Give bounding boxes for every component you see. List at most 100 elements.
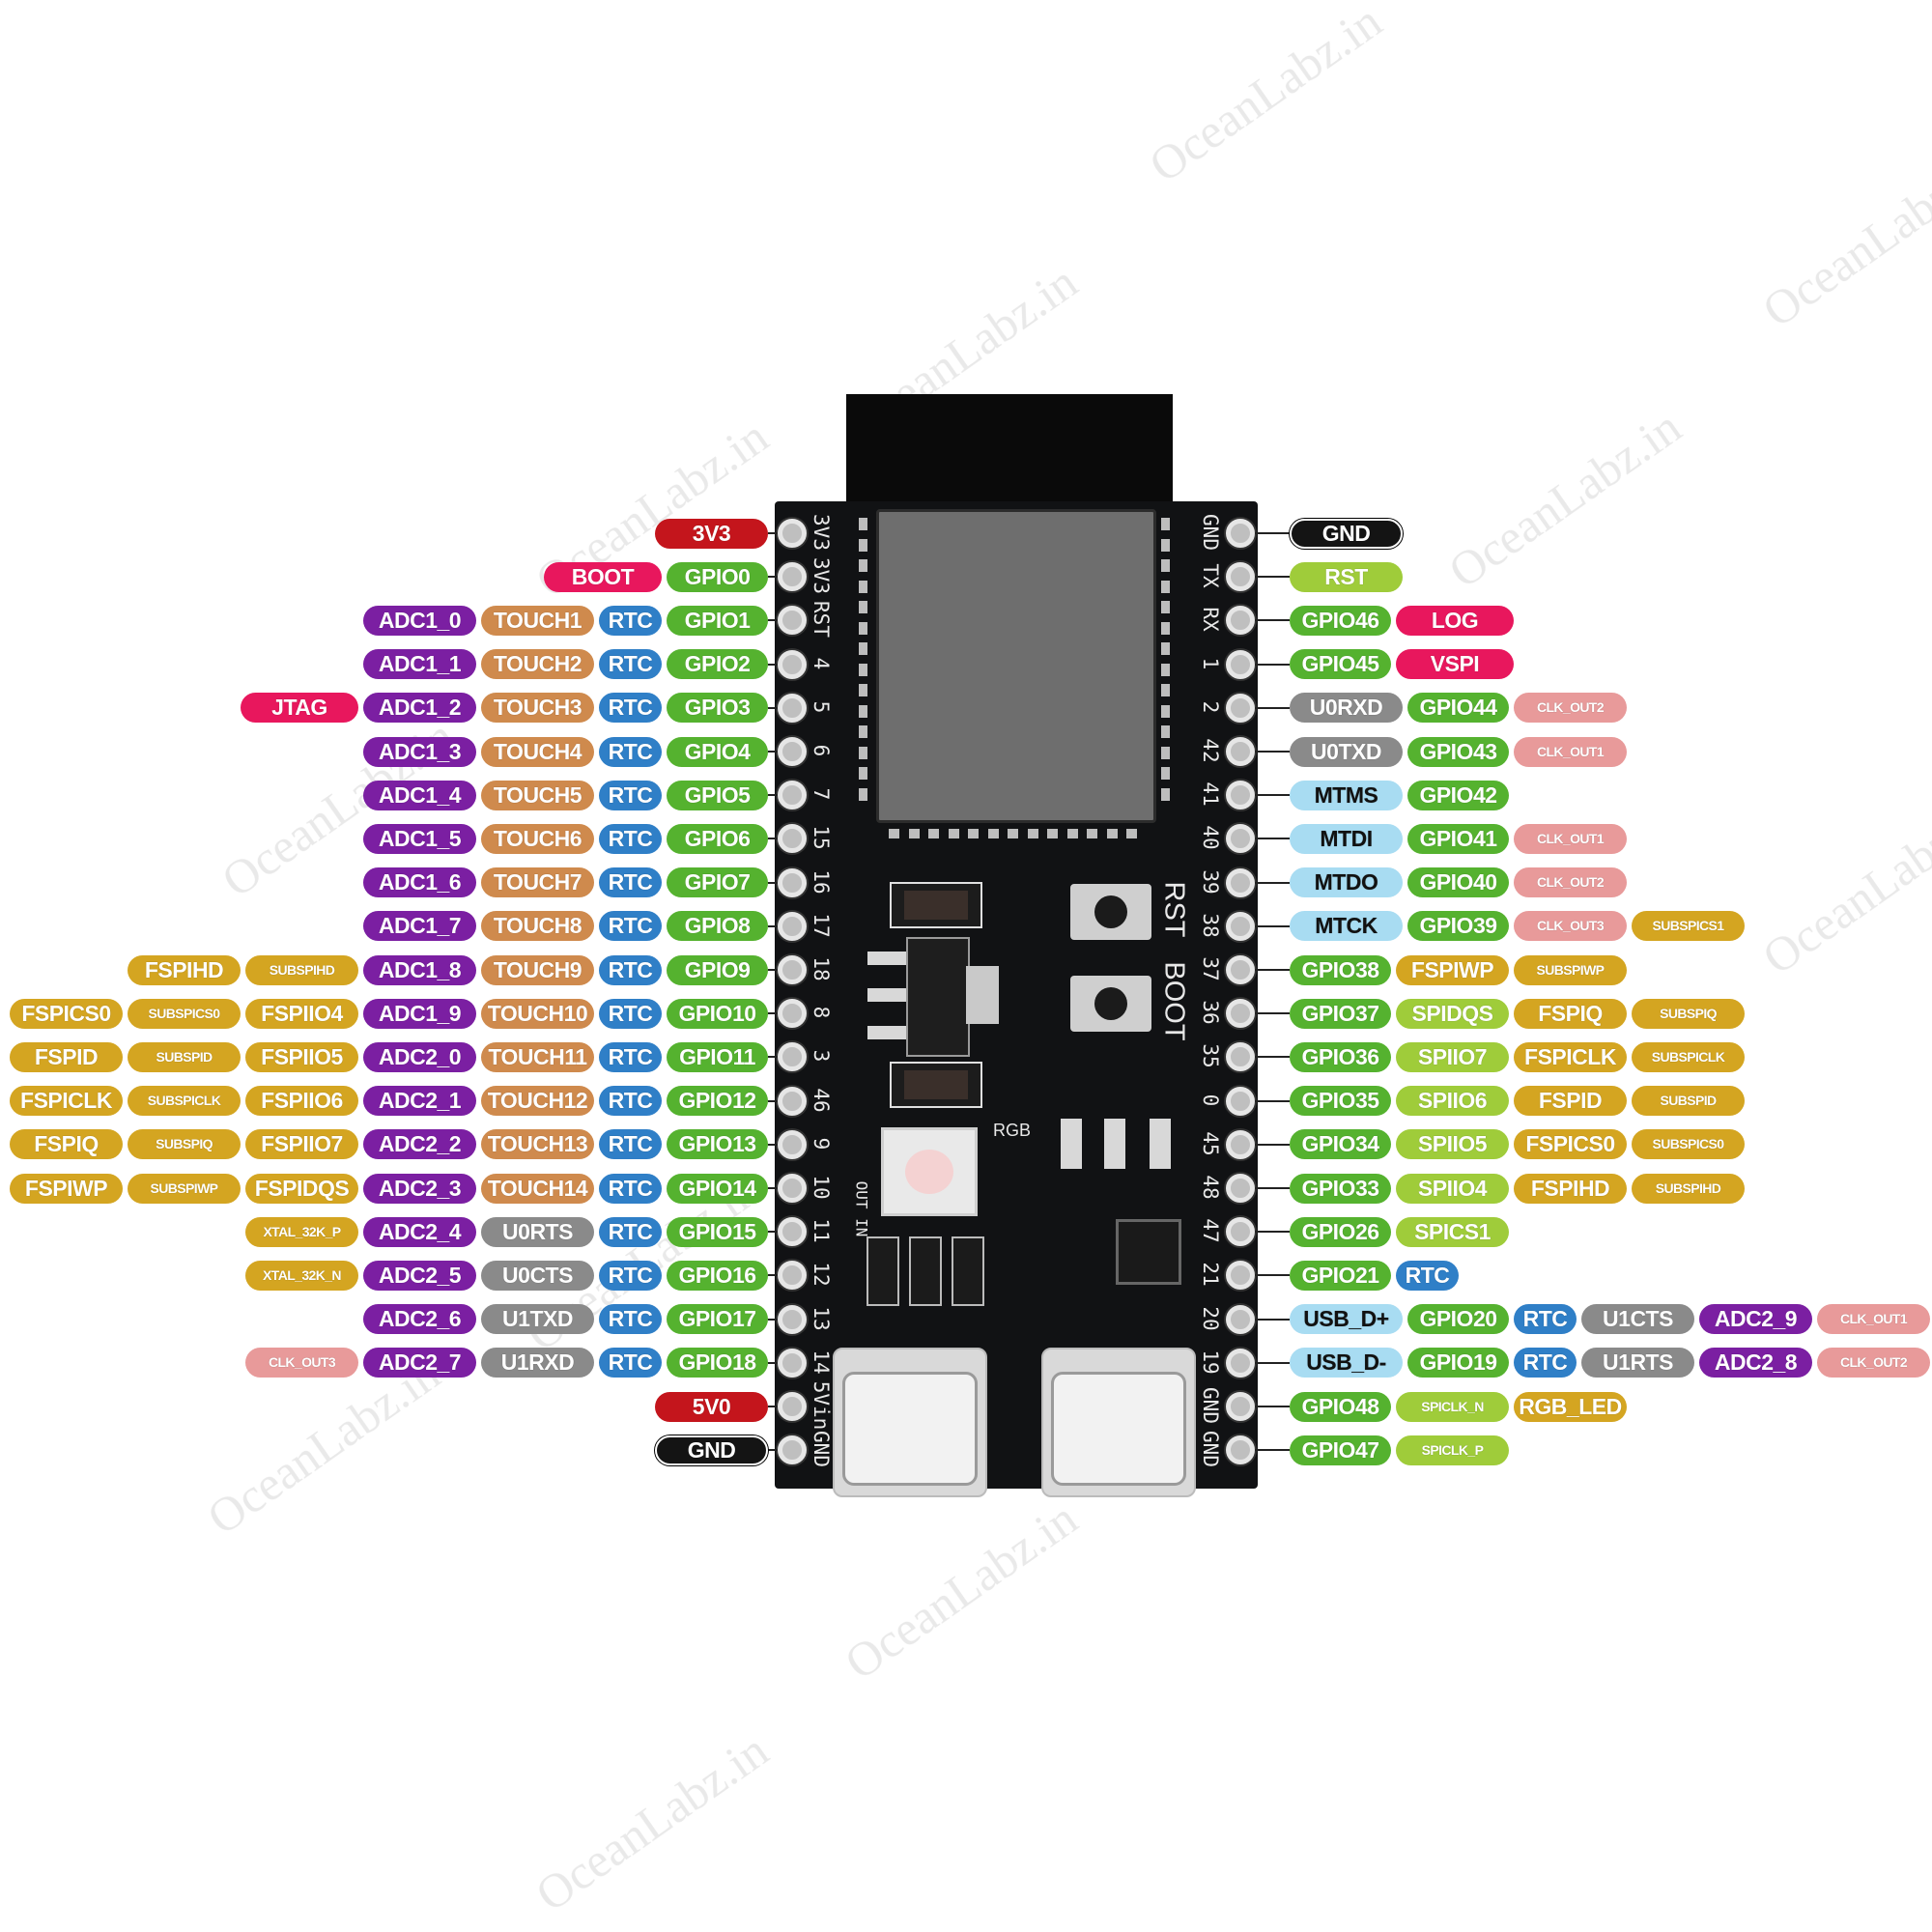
pin-label-left: SUBSPIWP — [128, 1173, 241, 1204]
pin-label-right: SPICLK_P — [1396, 1435, 1509, 1465]
pin-label-left: FSPIIO5 — [245, 1041, 358, 1072]
pin-label-right: FSPICLK — [1514, 1041, 1627, 1072]
header-pin-right — [1226, 649, 1255, 679]
pin-label-right: GPIO19 — [1407, 1348, 1509, 1378]
pin-connector-line — [768, 576, 778, 579]
boot-silkscreen: BOOT — [1158, 961, 1190, 1041]
pin-label-left: SUBSPID — [128, 1041, 241, 1072]
pin-label-right: SUBSPIHD — [1632, 1173, 1745, 1204]
header-pin-left — [778, 1217, 807, 1247]
diode — [952, 1236, 984, 1306]
pin-label-left: GPIO13 — [667, 1129, 768, 1160]
pin-label-left: XTAL_32K_N — [245, 1260, 358, 1291]
module-castellation-pad — [1161, 621, 1170, 635]
pin-label-left: ADC2_6 — [363, 1304, 476, 1335]
module-castellation-pad — [859, 518, 867, 530]
module-castellation-pad — [859, 787, 867, 801]
module-castellation-pad — [859, 663, 867, 676]
pin-label-left: RTC — [599, 911, 662, 942]
pin-label-left: GPIO2 — [667, 649, 768, 680]
pin-label-left: RTC — [599, 1086, 662, 1117]
pin-connector-line — [1255, 881, 1290, 884]
pin-connector-line — [768, 1187, 778, 1189]
pin-label-left: FSPID — [10, 1041, 123, 1072]
pin-connector-line — [1255, 1449, 1290, 1452]
pin-label-left: RTC — [599, 649, 662, 680]
rst-button-cap[interactable] — [1094, 895, 1127, 928]
pin-label-left: SUBSPIHD — [245, 954, 358, 985]
ldo-tab — [966, 966, 999, 1024]
pin-label-left: FSPIQ — [10, 1129, 123, 1160]
header-pin-right — [1226, 1042, 1255, 1072]
pin-label-left: RTC — [599, 605, 662, 636]
module-castellation-pad — [859, 601, 867, 613]
usb-c-port-otg-opening[interactable] — [1051, 1372, 1186, 1486]
ldo-regulator — [906, 937, 970, 1057]
pin-label-left: GPIO18 — [667, 1348, 768, 1378]
header-pin-right — [1226, 1174, 1255, 1203]
watermark-text: OceanLabz.in — [526, 1722, 778, 1921]
pin-label-left: GND — [655, 1435, 768, 1465]
rst-silkscreen: RST — [1158, 881, 1190, 938]
module-castellation-pad — [859, 559, 867, 572]
module-castellation-pad — [1161, 684, 1170, 696]
header-pin-left — [778, 955, 807, 984]
pin-connector-line — [768, 1056, 778, 1059]
esp32-s3-module-shield — [876, 509, 1156, 823]
pin-connector-line — [768, 1231, 778, 1234]
header-pin-left — [778, 737, 807, 766]
module-castellation-pad — [859, 580, 867, 593]
pin-label-right: GPIO40 — [1407, 867, 1509, 898]
module-castellation-pad — [1161, 538, 1170, 552]
pin-label-left: SUBSPICS0 — [128, 998, 241, 1029]
pin-label-left: TOUCH14 — [481, 1173, 594, 1204]
pin-label-left: TOUCH7 — [481, 867, 594, 898]
pin-label-left: ADC2_1 — [363, 1086, 476, 1117]
header-pin-right — [1226, 1129, 1255, 1159]
pin-connector-line — [768, 706, 778, 709]
pin-connector-line — [1255, 924, 1290, 927]
header-pin-right — [1226, 1217, 1255, 1247]
pin-connector-line — [1255, 1274, 1290, 1277]
pin-label-right: GND — [1290, 518, 1403, 549]
pin-label-right: CLK_OUT3 — [1514, 911, 1627, 942]
pin-connector-line — [768, 838, 778, 840]
silkscreen-left-pin: GND — [810, 1431, 833, 1468]
pin-connector-line — [1255, 576, 1290, 579]
module-castellation-pad — [1161, 746, 1170, 759]
header-pin-right — [1226, 1348, 1255, 1378]
pin-label-right: SPIIO6 — [1396, 1086, 1509, 1117]
header-pin-left — [778, 1261, 807, 1291]
pin-label-left: FSPIIO4 — [245, 998, 358, 1029]
header-pin-right — [1226, 1304, 1255, 1334]
pin-connector-line — [1255, 1099, 1290, 1102]
pin-label-left: GPIO0 — [667, 561, 768, 592]
pin-label-left: RTC — [599, 1173, 662, 1204]
wifi-antenna — [846, 394, 1173, 502]
pin-connector-line — [1255, 1012, 1290, 1015]
pin-label-left: U1RXD — [481, 1348, 594, 1378]
boot-button-cap[interactable] — [1094, 987, 1127, 1020]
usb-c-port-uart-opening[interactable] — [842, 1372, 978, 1486]
header-pin-left — [778, 1086, 807, 1116]
pin-label-left: CLK_OUT3 — [245, 1348, 358, 1378]
pin-label-right: GPIO26 — [1290, 1216, 1391, 1247]
pin-label-right: GPIO39 — [1407, 911, 1509, 942]
pin-connector-line — [768, 1406, 778, 1407]
status-led — [1104, 1119, 1125, 1169]
module-castellation-pad — [1066, 829, 1078, 838]
status-led — [1150, 1119, 1171, 1169]
pin-label-left: RTC — [599, 1348, 662, 1378]
pin-label-right: U1RTS — [1581, 1348, 1694, 1378]
pin-label-left: TOUCH13 — [481, 1129, 594, 1160]
module-castellation-pad — [1161, 663, 1170, 676]
pin-label-right: SPICLK_N — [1396, 1391, 1509, 1422]
pin-label-right: ADC2_9 — [1699, 1304, 1812, 1335]
pin-label-left: FSPIHD — [128, 954, 241, 985]
pin-label-right: GPIO21 — [1290, 1260, 1391, 1291]
pin-label-right: GPIO45 — [1290, 649, 1391, 680]
pin-label-right: USB_D- — [1290, 1348, 1403, 1378]
module-castellation-pad — [1161, 601, 1170, 613]
ldo-pin — [867, 988, 906, 1002]
pin-label-left: ADC1_7 — [363, 911, 476, 942]
